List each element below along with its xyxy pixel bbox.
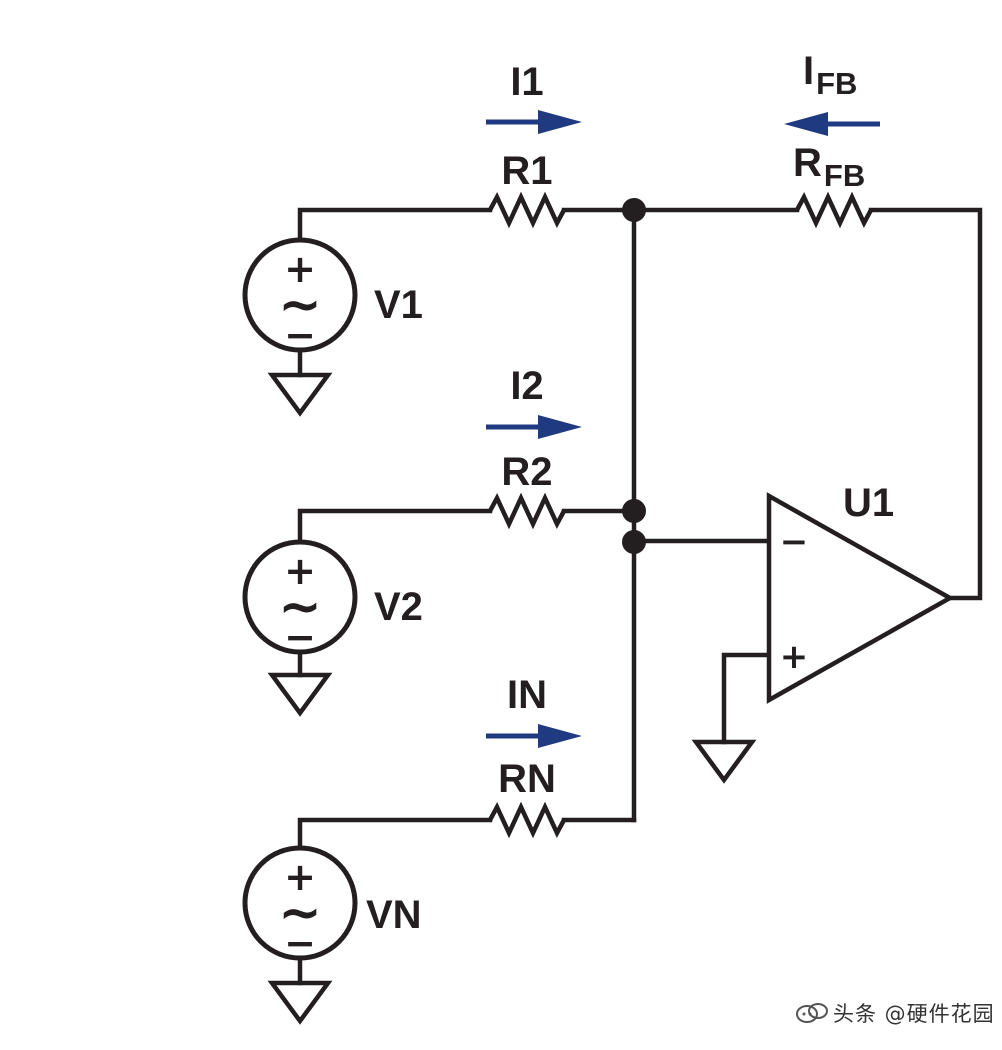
branch-1 xyxy=(242,191,637,417)
resistor-label-r1: R1 xyxy=(501,149,552,193)
current-arrow-i2 xyxy=(486,415,582,439)
vn-plus-sign: + xyxy=(284,855,316,899)
ground-symbol-v2 xyxy=(267,672,333,717)
junction-dot-input xyxy=(622,530,646,554)
v2-plus-sign: + xyxy=(284,549,316,593)
wire-noninverting-ground xyxy=(721,652,772,745)
vn-minus-sign: − xyxy=(284,921,316,965)
current-label-i1: I1 xyxy=(510,60,543,104)
opamp-label-u1: U1 xyxy=(843,481,894,525)
v1-tilde-sign: ~ xyxy=(278,275,322,335)
ground-symbol-v1 xyxy=(267,372,333,417)
resistor-label-rn: RN xyxy=(498,757,556,801)
vn-tilde-sign: ~ xyxy=(278,883,322,943)
source-label-v2: V2 xyxy=(374,585,423,629)
opamp-noninverting-sign: + xyxy=(780,637,809,677)
ground-symbol-opamp xyxy=(691,739,757,784)
wire-v1-top xyxy=(297,207,493,247)
ground-symbol-vn xyxy=(267,980,333,1025)
current-arrow-ifb xyxy=(784,112,880,136)
source-label-vn: VN xyxy=(366,893,422,937)
v2-tilde-sign: ~ xyxy=(278,577,322,637)
current-arrow-in xyxy=(486,724,582,748)
source-label-v1: V1 xyxy=(374,283,423,327)
current-arrow-i1 xyxy=(486,110,582,134)
resistor-label-rfb: RFB xyxy=(793,141,865,193)
resistor-rn xyxy=(488,801,566,839)
watermark: 头条 @硬件花园 xyxy=(795,998,995,1028)
resistor-label-r2: R2 xyxy=(501,450,552,494)
watermark-text: 头条 @硬件花园 xyxy=(833,1002,995,1026)
branch-n xyxy=(242,801,637,1025)
opamp-u1 xyxy=(766,492,955,704)
wire-vn-top xyxy=(297,817,493,855)
feedback-wire xyxy=(868,207,983,601)
branch-2 xyxy=(242,492,637,717)
resistor-rfb xyxy=(795,191,873,229)
resistor-label-rfb-subscript: FB xyxy=(824,158,865,193)
opamp-inverting-sign: − xyxy=(780,522,809,562)
wire-v2-top xyxy=(297,508,493,549)
v2-minus-sign: − xyxy=(284,615,316,659)
resistor-label-rfb-main: R xyxy=(793,141,822,185)
junction-dot-r2 xyxy=(622,499,646,523)
v1-minus-sign: − xyxy=(284,313,316,357)
junction-dot-top xyxy=(622,198,646,222)
resistor-r2 xyxy=(488,492,566,530)
v1-plus-sign: + xyxy=(284,247,316,291)
resistor-r1 xyxy=(488,191,566,229)
current-label-ifb-main: I xyxy=(803,49,814,93)
watermark-logo-icon xyxy=(796,1003,828,1023)
current-label-in: IN xyxy=(507,673,547,717)
current-label-ifb: IFB xyxy=(803,49,857,101)
current-label-i2: I2 xyxy=(510,364,543,408)
current-label-ifb-subscript: FB xyxy=(816,66,857,101)
